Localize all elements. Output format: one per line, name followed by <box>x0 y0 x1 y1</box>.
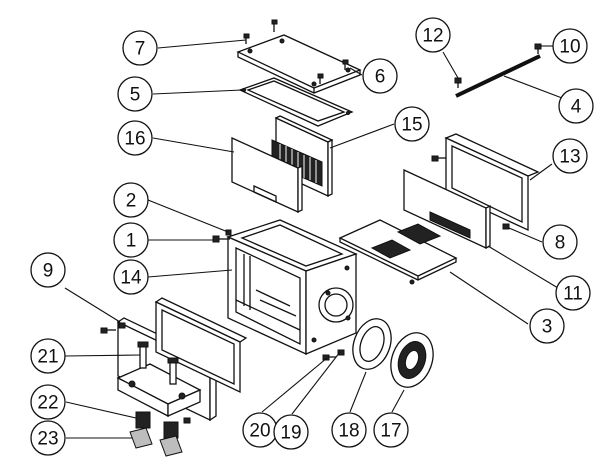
callout-21: 21 <box>30 338 66 374</box>
callout-16-label: 16 <box>124 129 145 150</box>
callout-16: 16 <box>117 120 153 156</box>
callout-22: 22 <box>30 384 66 420</box>
callout-12-label: 12 <box>422 26 443 47</box>
callout-8-label: 8 <box>555 233 566 254</box>
callout-20: 20 <box>242 412 278 448</box>
callout-3-label: 3 <box>542 317 553 338</box>
callout-7: 7 <box>122 30 158 66</box>
callout-1-label: 1 <box>126 231 137 252</box>
callout-22-label: 22 <box>37 393 58 414</box>
callout-20-label: 20 <box>249 421 270 442</box>
side-screws <box>212 229 232 243</box>
callout-19-label: 19 <box>280 423 301 444</box>
front-screws <box>322 349 345 361</box>
callout-13-label: 13 <box>559 147 580 168</box>
spring-and-foot <box>129 411 183 457</box>
callout-23: 23 <box>30 420 66 456</box>
callout-10-label: 10 <box>559 37 580 58</box>
callout-2-label: 2 <box>126 191 137 212</box>
callout-21-label: 21 <box>37 347 58 368</box>
callout-6: 6 <box>362 58 398 94</box>
screw-set-top <box>243 19 349 84</box>
main-enclosure <box>226 219 358 356</box>
callout-17-label: 17 <box>380 421 401 442</box>
callout-14: 14 <box>113 259 149 295</box>
mounting-bracket <box>116 341 202 424</box>
callout-10: 10 <box>552 28 588 64</box>
gasket-plate <box>238 77 354 127</box>
support-rod <box>454 43 542 98</box>
callout-5: 5 <box>117 76 153 112</box>
callout-17: 17 <box>373 412 409 448</box>
callout-18: 18 <box>331 412 367 448</box>
ring-gasket <box>352 318 392 370</box>
round-plug <box>390 332 434 388</box>
callout-14-label: 14 <box>120 268 142 289</box>
callout-8: 8 <box>542 224 578 260</box>
callout-11-label: 11 <box>563 284 583 305</box>
callout-2: 2 <box>113 182 149 218</box>
callout-18-label: 18 <box>338 421 359 442</box>
top-cover-plate <box>236 34 362 94</box>
callout-1: 1 <box>113 222 149 258</box>
callout-7-label: 7 <box>135 39 146 60</box>
circuit-board-11 <box>403 155 510 250</box>
callout-4-label: 4 <box>571 97 582 118</box>
callout-9: 9 <box>30 252 66 288</box>
callout-5-label: 5 <box>130 85 141 106</box>
callout-19: 19 <box>273 414 309 450</box>
callout-12: 12 <box>415 17 451 53</box>
callout-13: 13 <box>552 138 588 174</box>
circuit-board-13 <box>444 133 540 232</box>
base-board <box>338 219 458 285</box>
leader-lines <box>64 39 563 439</box>
callout-3: 3 <box>529 308 565 344</box>
circuit-board-16 <box>231 136 303 214</box>
callout-9-label: 9 <box>43 261 54 282</box>
callout-23-label: 23 <box>37 429 58 450</box>
callout-4: 4 <box>558 88 594 124</box>
callout-15: 15 <box>394 106 430 142</box>
callout-6-label: 6 <box>375 67 386 88</box>
callout-15-label: 15 <box>401 115 422 136</box>
callout-11: 11 <box>555 275 591 311</box>
